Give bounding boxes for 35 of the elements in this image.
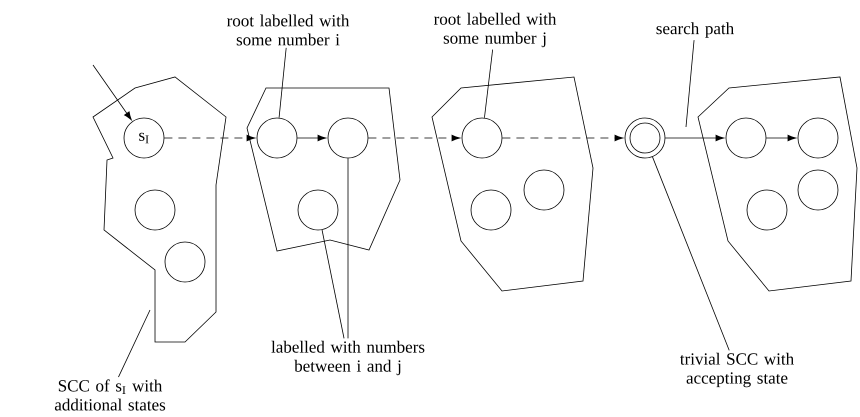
state-circle <box>328 118 368 158</box>
state-circle <box>726 118 766 158</box>
arrow <box>297 134 326 142</box>
scc-region <box>698 76 858 292</box>
state-circle <box>256 118 298 158</box>
arrow <box>92 64 132 120</box>
annotation-text: SCC of s$_{I}$ with additional states <box>54 379 166 411</box>
arrow <box>665 134 724 142</box>
state-circle <box>462 118 502 158</box>
leader-line <box>686 40 694 128</box>
leader-line <box>652 156 730 351</box>
state-circle <box>470 190 512 230</box>
leader-line <box>118 310 150 378</box>
arrow <box>164 134 256 142</box>
arrow <box>766 134 796 142</box>
scc-region <box>432 76 594 292</box>
state-circle <box>164 242 206 282</box>
state-circle <box>798 170 838 210</box>
state-circle <box>524 170 564 210</box>
state-circle <box>134 190 176 230</box>
annotation-text: search path <box>656 22 734 38</box>
state-circle <box>746 190 788 230</box>
accepting-state-circle <box>624 118 666 158</box>
arrow <box>502 134 624 142</box>
annotation-text: root labelled with some number i <box>226 14 350 46</box>
state-circle <box>798 118 838 158</box>
annotation-text: labelled with numbers between i and j <box>271 340 424 376</box>
leader-line <box>484 49 494 118</box>
leader-line <box>278 47 287 118</box>
scc-region <box>246 88 400 252</box>
annotation-text: root labelled with some number j <box>434 12 556 48</box>
annotation-text: trivial SCC with accepting state <box>680 352 794 388</box>
arrow <box>368 134 460 142</box>
scc-region <box>92 76 226 342</box>
state-circle <box>298 190 338 230</box>
